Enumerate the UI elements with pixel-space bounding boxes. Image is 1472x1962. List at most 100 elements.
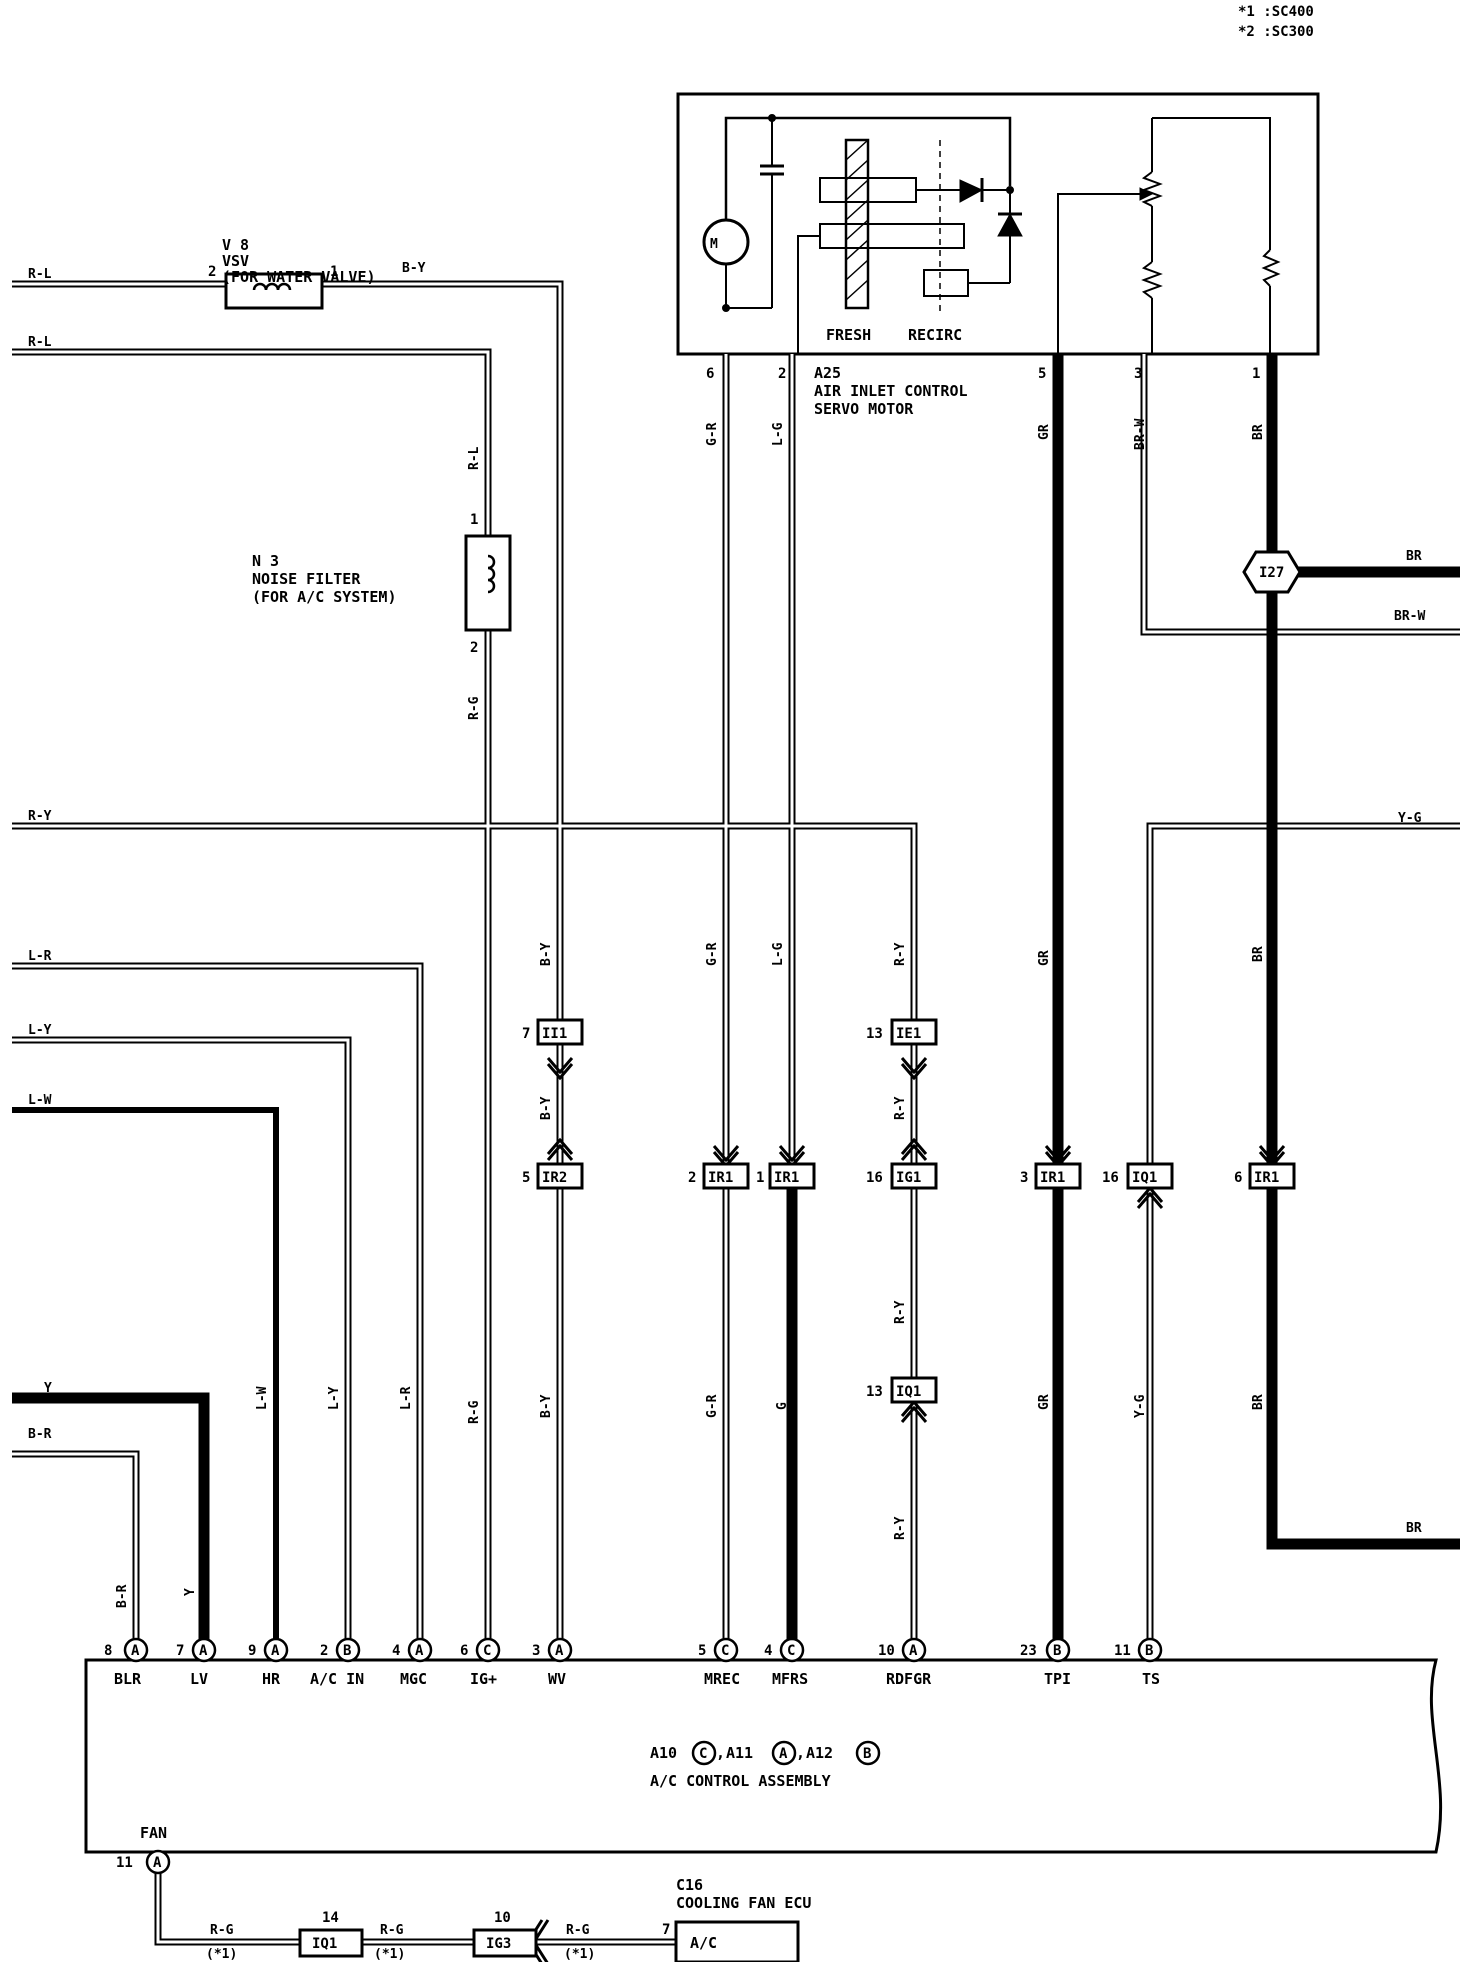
terminal-name: MFRS <box>772 1670 808 1688</box>
terminal-conn: C <box>483 1643 491 1659</box>
connector-pin: 13 <box>866 1026 883 1042</box>
noise-filter-component <box>464 534 512 632</box>
wire-label: R-L <box>28 335 52 350</box>
wire-label: B-Y <box>402 261 426 276</box>
wire-label: BR <box>1406 1521 1422 1536</box>
wire-label: Y <box>183 1588 198 1596</box>
filter-coil-icon <box>487 554 496 594</box>
connector-label: II1 <box>542 1026 567 1042</box>
terminal-name: IG+ <box>470 1670 497 1688</box>
terminal-conn: A <box>131 1643 140 1659</box>
legend: *1 :SC400 *2 :SC300 <box>1238 4 1314 40</box>
ecu-code-sep: , <box>716 1744 725 1762</box>
fan-pin: 11 <box>116 1855 133 1871</box>
wire-label: L-W <box>255 1386 270 1410</box>
terminal-pin: 11 <box>1114 1643 1131 1659</box>
wire-label: R-Y <box>28 809 52 824</box>
connectors: II1 7 IR2 5 IR1 2 IR1 1 IE1 13 IG1 16 IQ… <box>522 1018 1296 1404</box>
vsv-id: V 8 <box>222 236 249 254</box>
servo-pin-6: 6 <box>706 366 714 382</box>
wire-label: GR <box>1037 950 1052 966</box>
terminal-pin: 10 <box>878 1643 895 1659</box>
fan-connector-1-pin: 14 <box>322 1910 339 1926</box>
connector-label: IG1 <box>896 1170 921 1186</box>
terminal-conn: B <box>1053 1643 1061 1659</box>
fan-ecu-id: C16 <box>676 1876 703 1894</box>
junction-i27: I27 <box>1242 550 1302 594</box>
wire-label: G <box>775 1402 790 1410</box>
terminal-name: MREC <box>704 1670 740 1688</box>
terminal-pin: 5 <box>698 1643 706 1659</box>
terminal-name: HR <box>262 1670 281 1688</box>
wire-label: Y <box>44 1381 52 1396</box>
wire-label: B-Y <box>539 942 554 966</box>
wire-label: G-R <box>705 942 720 966</box>
wire-label: B-R <box>28 1427 52 1442</box>
terminal-pin: 3 <box>532 1643 540 1659</box>
connector-label: IR1 <box>774 1170 799 1186</box>
motor-symbol: M <box>710 237 718 252</box>
ecu-title: A10 C , A11 A , A12 B A/C CONTROL ASSEMB… <box>650 1740 881 1790</box>
terminal-pin: 9 <box>248 1643 256 1659</box>
left-wire-labels: R-L R-L R-Y L-R L-Y L-W Y B-R <box>28 267 52 1442</box>
filter-name: NOISE FILTER <box>252 570 361 588</box>
terminal-conn: A <box>555 1643 564 1659</box>
connector-label: IE1 <box>896 1026 921 1042</box>
wire-note: (*1) <box>564 1947 595 1962</box>
wire-label: R-G <box>467 696 482 720</box>
terminal-pin: 7 <box>176 1643 184 1659</box>
connector-pin: 13 <box>866 1384 883 1400</box>
servo-id: A25 <box>814 364 841 382</box>
wire-note: (*1) <box>374 1947 405 1962</box>
connector-arrows <box>526 1057 1286 1962</box>
ecu-terminal-text: 8 A BLR 7 A LV 9 A HR 2 B A/C IN 4 A MGC… <box>104 1643 1160 1688</box>
vsv-pin-1: 1 <box>330 264 338 280</box>
ac-control-assembly <box>84 1658 1443 1854</box>
junction-label: I27 <box>1259 565 1284 581</box>
terminal-conn: A <box>199 1643 208 1659</box>
connector-label: IQ1 <box>1132 1170 1157 1186</box>
coil-icon <box>252 282 292 291</box>
terminal-conn: A <box>415 1643 424 1659</box>
terminal-conn: B <box>1145 1643 1153 1659</box>
wire-note: (*1) <box>206 1947 237 1962</box>
wire-label: L-R <box>399 1386 414 1410</box>
terminal-conn: A <box>909 1643 918 1659</box>
fan-connector-1: IQ1 <box>312 1936 337 1952</box>
connector-label: IR1 <box>1040 1170 1065 1186</box>
wire-label: B-Y <box>539 1394 554 1418</box>
wire-label: L-R <box>28 949 52 964</box>
legend-sc300: *2 :SC300 <box>1238 24 1314 40</box>
wire-label: B-Y <box>539 1096 554 1120</box>
ecu-code-c: A12 <box>806 1744 833 1762</box>
wire-label: L-Y <box>327 1386 342 1410</box>
terminal-pin: 4 <box>764 1643 772 1659</box>
terminal-pin: 6 <box>460 1643 468 1659</box>
servo-pin-2: 2 <box>778 366 786 382</box>
vsv-sub: (FOR WATER VALVE) <box>222 268 376 286</box>
wire-label: R-L <box>467 446 482 470</box>
fan-conn: A <box>153 1855 162 1871</box>
ecu-terminals <box>123 1637 1163 1875</box>
connector-label: IR2 <box>542 1170 567 1186</box>
wire-label: R-Y <box>893 1096 908 1120</box>
ecu-code-a: A10 <box>650 1744 677 1762</box>
fan-ecu-terminal: A/C <box>690 1934 717 1952</box>
servo-pin-1: 1 <box>1252 366 1260 382</box>
ecu-code-c-conn: B <box>863 1746 871 1762</box>
wire-label: B-R <box>115 1584 130 1608</box>
connector-pin: 1 <box>756 1170 764 1186</box>
wire-label: BR <box>1251 424 1266 440</box>
wire-label: R-L <box>28 267 52 282</box>
terminal-name: A/C IN <box>310 1670 364 1688</box>
terminal-conn: A <box>271 1643 280 1659</box>
ecu-code-sep: , <box>796 1744 805 1762</box>
wire-label: R-Y <box>893 942 908 966</box>
fan-ecu-name: COOLING FAN ECU <box>676 1894 811 1912</box>
connector-label: IQ1 <box>896 1384 921 1400</box>
vsv-name: VSV <box>222 252 249 270</box>
filter-pin-1: 1 <box>470 512 478 528</box>
fresh-label: FRESH <box>826 326 871 344</box>
fan-label: FAN <box>140 1824 167 1842</box>
wire-label: BR-W <box>1394 609 1425 624</box>
